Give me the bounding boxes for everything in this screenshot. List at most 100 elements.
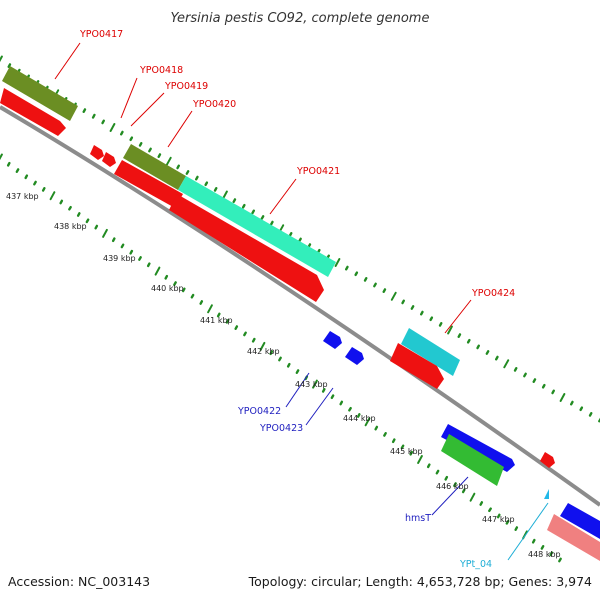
tick-dot [540,545,545,550]
leader-ypo0420 [167,110,193,148]
blue-small-arrow-1[interactable] [323,331,342,349]
cyan-small-marker[interactable] [544,489,549,499]
tick-dot [68,205,72,211]
tick-dot [278,356,282,362]
tick-dot [495,355,499,361]
kbp-label-446: 446 kbp [436,482,469,491]
tick-dot [363,277,368,282]
tick-dot [232,198,237,204]
tick-mark-major [109,123,116,132]
tick-dot [164,274,169,280]
tick-dot [339,400,344,406]
gene-label-hmst[interactable]: hmsT [405,513,431,524]
leader-hmst [431,476,469,516]
gene-labels: YPO0417 YPO0418 YPO0419 YPO0420 YPO0421 … [79,29,515,570]
tick-dot [129,136,134,142]
green-gene-block[interactable] [441,434,504,486]
tick-dot [466,338,471,344]
tick-dot [94,224,99,230]
tick-dot [111,237,116,243]
tick-dot [532,378,537,383]
gene-label-ypo0419[interactable]: YPO0419 [164,81,208,92]
red-gene-block-3[interactable] [169,194,324,302]
gene-label-ypo0420[interactable]: YPO0420 [192,99,236,110]
tick-dot [129,249,134,255]
gene-label-ypt04[interactable]: YPt_04 [459,559,492,570]
olive-gene-block-2[interactable] [123,144,186,190]
tick-dot [76,212,81,217]
tick-mark-major [417,455,423,464]
tick-dot [146,262,151,268]
leader-ypt04 [507,502,549,561]
tick-dot [420,310,424,316]
leader-ypo0422 [285,372,310,408]
tick-dot [541,383,546,389]
red-gene-block-2[interactable] [114,160,183,208]
tick-dot [194,175,199,181]
red-gene-block-1[interactable] [0,88,66,136]
kbp-label-438: 438 kbp [54,222,87,231]
tick-dot [6,161,11,167]
tick-dot [243,331,247,337]
blue-small-arrow-2[interactable] [345,347,364,365]
red-small-arrow-2[interactable] [102,152,116,167]
tick-mark-major [165,156,172,166]
tick-mark-major [102,228,108,238]
tick-dot [438,322,443,327]
gene-label-ypo0418[interactable]: YPO0418 [139,65,183,76]
tick-dot [505,519,510,525]
tick-dot [101,119,106,125]
blue-gene-block-2[interactable] [560,503,600,539]
turquoise-gene-block[interactable] [401,328,460,376]
tick-dot [558,557,562,563]
leader-ypo0423 [305,387,334,426]
red-small-arrow-3[interactable] [540,452,555,468]
tick-dot [173,281,177,286]
tick-layer [0,55,600,563]
tick-dot [373,282,377,288]
tick-mark-major [222,190,228,200]
tick-dot [59,199,64,205]
tick-mark-major [334,258,341,267]
gene-label-ypo0424[interactable]: YPO0424 [471,288,515,299]
tick-dot [514,526,519,531]
tick-mark-major [390,291,397,301]
tick-dot [138,256,142,261]
backbone-layer [0,105,600,507]
tick-dot [374,425,379,431]
red-gene-block-4[interactable] [390,343,444,389]
map-title: Yersinia pestis CO92, complete genome [171,11,430,26]
upper-tick-row [0,55,600,423]
tick-dot [286,362,291,368]
gene-label-ypo0421[interactable]: YPO0421 [296,166,340,177]
tick-mark-major [154,266,161,276]
tick-dot [82,108,87,114]
tick-dot [476,344,480,350]
tick-dot [295,369,300,374]
olive-gene-block-1[interactable] [2,66,78,121]
tick-mark-major [0,153,3,161]
aquamarine-gene-block[interactable] [178,176,336,277]
tick-dot [330,394,335,400]
kbp-label-442: 442 kbp [247,347,280,356]
gene-label-ypo0417[interactable]: YPO0417 [79,29,123,40]
tick-dot [321,388,326,393]
leader-ypo0424 [444,299,472,334]
tick-dot [549,551,554,557]
tick-dot [307,243,312,249]
tick-dot [588,412,593,417]
tick-dot [348,406,352,412]
gene-label-ypo0422[interactable]: YPO0422 [237,406,281,417]
kbp-label-443: 443 kbp [295,380,328,389]
tick-dot [479,501,484,506]
tick-dot [213,186,218,192]
gene-label-ypo0423[interactable]: YPO0423 [259,423,303,434]
tick-dot [523,372,527,378]
tick-dot [426,463,431,469]
pink-gene-block[interactable] [547,514,600,561]
tick-dot [270,220,274,226]
blue-gene-block-1[interactable] [441,424,515,472]
red-small-arrow-1[interactable] [90,145,104,160]
tick-dot [391,438,396,444]
